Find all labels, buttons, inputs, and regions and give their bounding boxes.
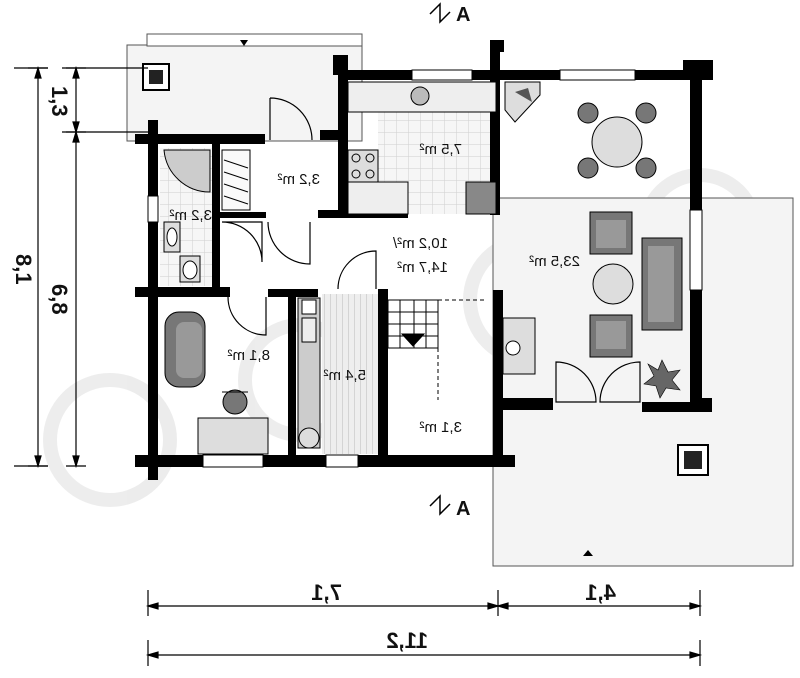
dimension-width-total: 11,2 — [386, 628, 428, 653]
walls — [135, 40, 713, 480]
doors — [221, 97, 641, 403]
porch-entry-arrow-icon — [240, 40, 248, 46]
horizontal-dimensions — [145, 590, 703, 666]
room-area-living: 23,5 m² — [529, 253, 580, 270]
terrace-entry-arrow-icon — [583, 550, 593, 556]
dimension-width-left: 7,1 — [311, 580, 342, 605]
vertical-dimensions — [14, 65, 148, 469]
dimension-height-main: 6,8 — [47, 284, 72, 315]
wardrobe — [221, 149, 251, 211]
dimension-height-total: 8,1 — [11, 254, 36, 285]
porch-roof-edge — [146, 33, 363, 47]
living-furniture — [502, 211, 683, 399]
room-area-hall-lower: 14,7 m² — [397, 259, 448, 276]
section-label-bottom: A — [456, 498, 470, 520]
section-mark-top: A — [429, 2, 470, 26]
room-area-bathroom: 3,2 m² — [169, 207, 212, 224]
room-area-office: 8,1 m² — [227, 347, 270, 364]
room-area-hall-upper: 10,2 m²/ — [392, 235, 448, 252]
dimension-height-porch: 1,3 — [47, 86, 72, 117]
kitchen-fixtures — [347, 81, 541, 215]
room-area-vestibule: 3,2 m² — [277, 171, 320, 188]
staircase — [387, 299, 485, 400]
utility-fixtures — [297, 297, 321, 449]
office-furniture — [164, 311, 269, 455]
room-area-kitchen: 7,5 m² — [419, 141, 462, 158]
section-mark-bottom: A — [429, 494, 470, 520]
stair-floor — [322, 294, 382, 454]
dimension-width-right: 4,1 — [585, 580, 616, 605]
dining-set — [577, 102, 657, 179]
porch — [126, 44, 363, 142]
bathroom-fixtures — [163, 149, 211, 283]
section-label-top: A — [456, 4, 470, 26]
room-area-utility: 5,4 m² — [323, 367, 366, 384]
room-area-stair-room: 3,1 m² — [419, 419, 462, 436]
windows — [147, 69, 703, 468]
